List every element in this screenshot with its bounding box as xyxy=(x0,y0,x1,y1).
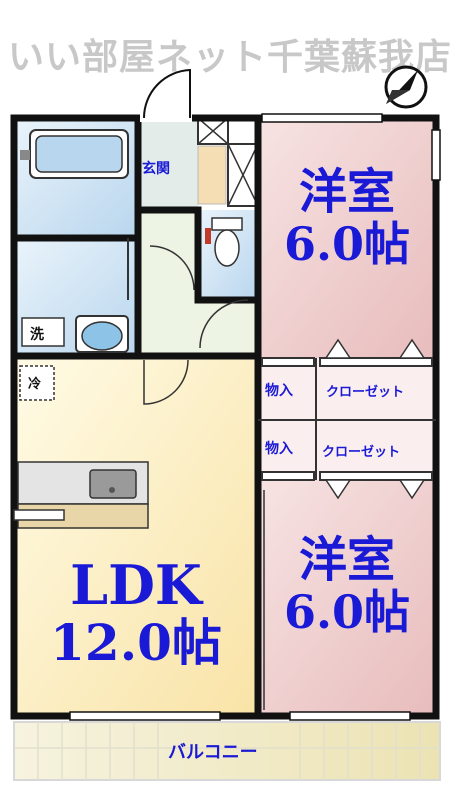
ldk-room xyxy=(14,356,258,716)
entrance-area xyxy=(138,118,198,210)
western-room-top-name: 洋室 xyxy=(298,164,395,220)
western-room-top-size: 6.0帖 xyxy=(283,216,411,271)
entrance-label: 玄関 xyxy=(142,161,170,177)
western-room-bottom xyxy=(258,480,436,716)
western-room-top xyxy=(258,118,436,358)
storage-label-2: 物入 xyxy=(265,441,293,457)
storage-label-1: 物入 xyxy=(265,383,293,399)
washbasin-icon xyxy=(75,315,129,353)
western-room-bottom-size: 6.0帖 xyxy=(283,584,411,639)
washroom-label: 洗 xyxy=(30,327,44,343)
western-room-top-label: 洋室 6.0帖 xyxy=(264,166,430,269)
western-room-bottom-name: 洋室 xyxy=(298,532,395,588)
compass-icon xyxy=(384,65,428,109)
closet-label-2: クローゼット xyxy=(322,445,401,460)
ldk-size: 12.0帖 xyxy=(50,613,222,673)
toilet-icon xyxy=(205,217,243,267)
fridge-label: 冷 xyxy=(28,377,42,392)
bathtub-icon xyxy=(20,129,129,179)
watermark-text: いい部屋ネット千葉蘇我店 xyxy=(8,37,453,78)
balcony-area xyxy=(13,721,441,781)
ldk-label: LDK 12.0帖 xyxy=(20,553,252,673)
balcony-label: バルコニー xyxy=(168,742,258,763)
ldk-name: LDK xyxy=(70,553,202,617)
closet-label-1: クローゼット xyxy=(326,385,405,400)
kitchen-sink-icon xyxy=(13,461,149,529)
western-room-bottom-label: 洋室 6.0帖 xyxy=(264,534,430,637)
